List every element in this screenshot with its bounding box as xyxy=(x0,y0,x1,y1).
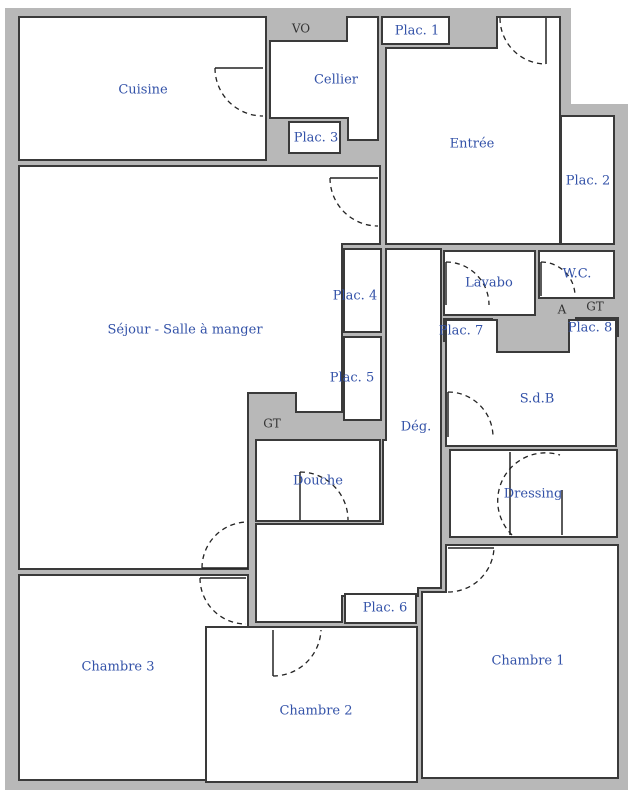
label-plac-5: Plac. 5 xyxy=(330,371,374,386)
room-sdb[interactable] xyxy=(445,319,617,447)
tag-gt-right: GT xyxy=(586,300,604,314)
label-plac-6: Plac. 6 xyxy=(363,601,407,616)
closet-plac-1[interactable] xyxy=(381,16,450,45)
room-cellier[interactable] xyxy=(269,16,379,141)
label-dressing: Dressing xyxy=(504,487,563,502)
room-degagement[interactable] xyxy=(255,248,442,623)
label-plac-4: Plac. 4 xyxy=(333,289,377,304)
room-chambre-1[interactable] xyxy=(421,544,619,779)
label-wc: W.C. xyxy=(563,267,592,282)
label-sdb: S.d.B xyxy=(520,392,555,407)
room-cuisine[interactable] xyxy=(18,16,267,161)
label-douche: Douche xyxy=(293,474,343,489)
tag-a: A xyxy=(557,303,567,317)
door-swing-chambre-3 xyxy=(199,577,247,625)
label-plac-8: Plac. 8 xyxy=(568,321,612,336)
label-cuisine: Cuisine xyxy=(118,83,168,98)
label-plac-2: Plac. 2 xyxy=(566,174,610,189)
room-wc[interactable] xyxy=(538,250,615,299)
room-sejour[interactable] xyxy=(18,165,381,570)
label-entree: Entrée xyxy=(450,137,495,152)
door-swing-douche xyxy=(299,471,349,521)
label-chambre-2: Chambre 2 xyxy=(279,704,352,719)
tag-gt-left: GT xyxy=(263,417,281,431)
door-swing-entree xyxy=(499,17,547,65)
label-chambre-1: Chambre 1 xyxy=(491,654,564,669)
closet-plac-2[interactable] xyxy=(560,115,615,245)
label-plac-7: Plac. 7 xyxy=(439,324,483,339)
door-swing-sejour xyxy=(329,177,379,227)
label-lavabo: Lavabo xyxy=(465,276,513,291)
door-swing-chambre-2 xyxy=(272,629,322,677)
door-swing-wc xyxy=(540,261,576,297)
room-douche[interactable] xyxy=(255,439,381,522)
room-chambre-2[interactable] xyxy=(205,626,418,783)
door-swing-dressing xyxy=(497,452,561,536)
doors xyxy=(199,17,576,677)
door-swing-cuisine xyxy=(214,67,264,117)
room-entree[interactable] xyxy=(385,16,561,245)
label-sejour: Séjour - Salle à manger xyxy=(107,323,263,338)
closet-plac-6[interactable] xyxy=(344,593,417,624)
label-plac-3: Plac. 3 xyxy=(294,131,338,146)
label-plac-1: Plac. 1 xyxy=(395,24,439,39)
label-deg: Dég. xyxy=(401,420,432,435)
closet-plac-4[interactable] xyxy=(343,248,382,333)
tag-vo: VO xyxy=(291,22,310,36)
closet-plac-5[interactable] xyxy=(343,336,382,421)
closet-plac-3[interactable] xyxy=(288,121,341,154)
label-chambre-3: Chambre 3 xyxy=(81,660,154,675)
label-cellier: Cellier xyxy=(314,73,359,88)
door-swing-sejour-deg xyxy=(201,521,249,569)
room-dressing[interactable] xyxy=(449,449,618,538)
